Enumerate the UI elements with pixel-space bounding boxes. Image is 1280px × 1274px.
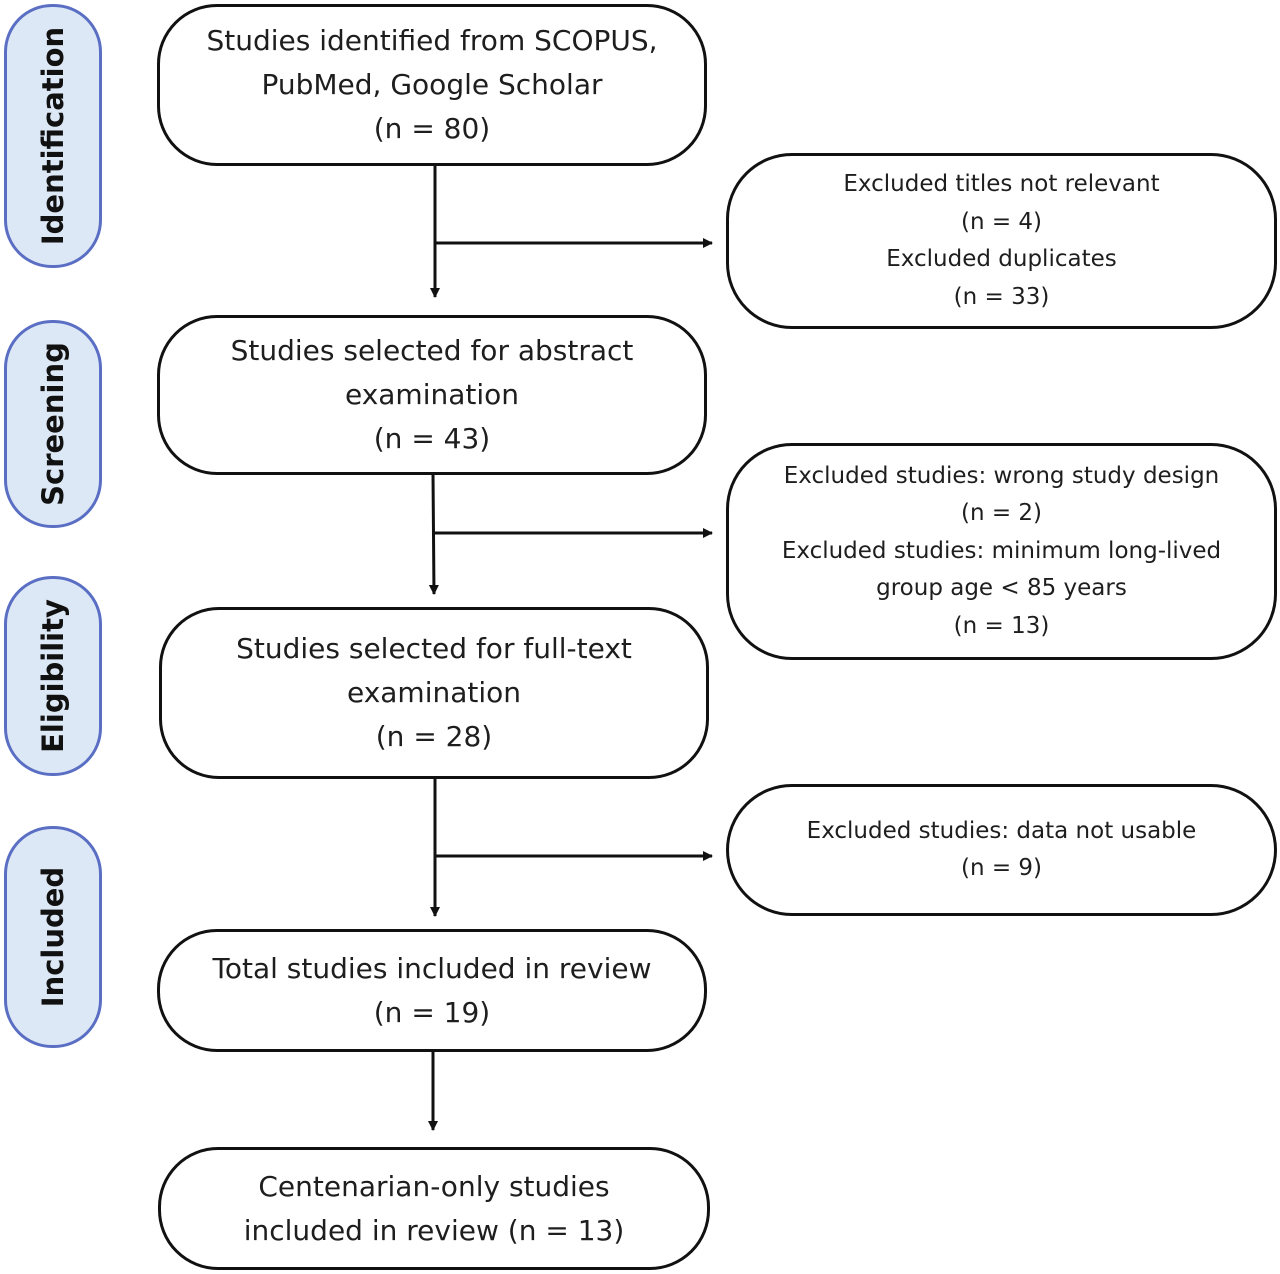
box-exclusion-titles-duplicates: Excluded titles not relevant (n = 4) Exc…	[726, 153, 1277, 329]
exclusion-age-line2: group age < 85 years	[876, 575, 1127, 602]
box-total-included: Total studies included in review (n = 19…	[157, 929, 707, 1052]
box-studies-identified-line1: Studies identified from SCOPUS,	[206, 24, 658, 57]
exclusion-titles-line1: Excluded titles not relevant	[843, 171, 1160, 197]
box-fulltext-examination: Studies selected for full-text examinati…	[159, 607, 709, 779]
box-abstract-examination-line1: Studies selected for abstract	[230, 334, 634, 367]
exclusion-age-line1: Excluded studies: minimum long-lived	[781, 537, 1222, 564]
box-abstract-examination-count: (n = 43)	[373, 422, 491, 455]
stage-included: Included	[4, 826, 102, 1048]
box-abstract-examination: Studies selected for abstract examinatio…	[157, 315, 707, 475]
exclusion-titles-count: (n = 4)	[960, 208, 1043, 235]
exclusion-duplicates-line: Excluded duplicates	[886, 246, 1117, 272]
stage-eligibility: Eligibility	[4, 576, 102, 776]
box-abstract-examination-line2: examination	[344, 378, 520, 411]
box-total-included-line1: Total studies included in review	[212, 951, 652, 985]
arrow-abstract-to-fulltext	[428, 473, 439, 595]
box-centenarian-only: Centenarian-only studies included in rev…	[158, 1147, 710, 1270]
stage-screening: Screening	[4, 320, 102, 528]
exclusion-data-line1: Excluded studies: data not usable	[806, 817, 1197, 844]
box-studies-identified-count: (n = 80)	[373, 112, 491, 145]
box-centenarian-only-line2: included in review (n = 13)	[243, 1213, 625, 1247]
exclusion-design-count: (n = 2)	[960, 500, 1043, 527]
box-studies-identified-line2: PubMed, Google Scholar	[261, 68, 603, 101]
box-centenarian-only-line1: Centenarian-only studies	[258, 1169, 610, 1203]
box-studies-identified: Studies identified from SCOPUS, PubMed, …	[157, 4, 707, 166]
exclusion-age-count: (n = 13)	[953, 612, 1050, 639]
exclusion-design-line1: Excluded studies: wrong study design	[783, 462, 1220, 489]
exclusion-duplicates-count: (n = 33)	[953, 283, 1050, 310]
box-exclusion-design-age: Excluded studies: wrong study design (n …	[726, 443, 1277, 660]
box-exclusion-data: Excluded studies: data not usable (n = 9…	[726, 784, 1277, 916]
box-total-included-count: (n = 19)	[373, 995, 491, 1029]
box-fulltext-examination-line1: Studies selected for full-text	[236, 632, 632, 665]
box-fulltext-examination-line2: examination	[346, 676, 522, 709]
box-fulltext-examination-count: (n = 28)	[375, 720, 493, 753]
exclusion-data-count: (n = 9)	[960, 855, 1043, 881]
stage-identification: Identification	[4, 4, 102, 268]
